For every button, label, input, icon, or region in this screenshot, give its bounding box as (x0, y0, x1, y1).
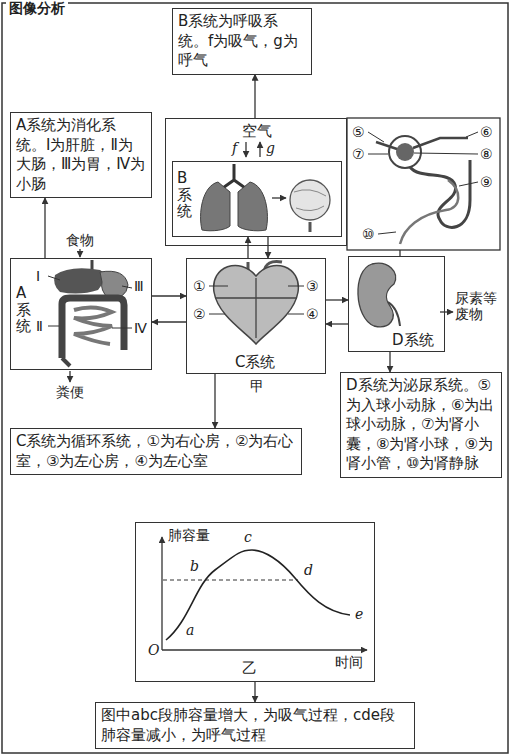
waste-arrow (440, 311, 453, 312)
part-label: O (148, 642, 159, 658)
dashed-line (163, 580, 298, 581)
part-label: Ⅳ (134, 320, 147, 336)
connector-arrow (254, 682, 255, 702)
part-label: Ⅰ (36, 268, 40, 284)
kidney (358, 263, 396, 327)
small-intestine (74, 307, 112, 344)
part-label: d (304, 562, 313, 578)
outer-frame (2, 3, 508, 753)
glomerulus (396, 143, 414, 161)
part-label: c (244, 529, 252, 545)
node-text: A系统为消化系统。Ⅰ为肝脏，Ⅱ为大肠，Ⅲ为胃，Ⅳ为小肠 (16, 116, 146, 194)
connector-arrow (44, 198, 45, 258)
zoom-arrow (272, 197, 286, 198)
liver (54, 268, 104, 293)
exhale-arrow (259, 142, 260, 157)
connector-arrow (267, 237, 268, 258)
part-label: a (186, 622, 194, 638)
alveolus-stem (309, 222, 312, 232)
part-label: 尿素等废物 (455, 290, 505, 322)
description-box: D系统为泌尿系统。⑤为入球小动脉，⑥为出球小动脉，⑦为肾小囊，⑧为肾小球，⑨为肾… (340, 372, 502, 478)
ureter (388, 302, 400, 326)
part-label: 甲 (250, 378, 264, 394)
part-label: 食物 (66, 232, 94, 248)
connector-arrow (214, 374, 215, 428)
part-label: ⑤ (352, 124, 365, 140)
connector-arrow (326, 299, 348, 300)
connector-arrow (152, 321, 186, 322)
part-label: 肺容量 (168, 527, 210, 543)
x-axis (162, 649, 367, 650)
capillary (294, 190, 326, 211)
food-arrow (79, 249, 80, 257)
section-title: 图像分析 (6, 0, 68, 17)
renal-capsule (389, 136, 421, 168)
part-label: ⑩ (362, 226, 375, 242)
lung-volume-curve (166, 550, 350, 640)
part-label: e (355, 606, 363, 622)
part-label: b (190, 558, 199, 574)
connector-arrow (326, 323, 348, 324)
part-label: 时间 (335, 654, 363, 670)
description-box: C系统为循环系统，①为右心房，②为右心室，③为左心房，④为左心室 (10, 428, 302, 475)
part-label: f (232, 140, 237, 156)
system-box: A系统 (10, 258, 152, 370)
leader-line (209, 286, 304, 314)
connector-arrow (247, 237, 248, 258)
part-label: ② (193, 306, 206, 322)
system-panel: B系统 空气 (165, 118, 347, 246)
part-label: ③ (306, 278, 319, 294)
connector-arrow (152, 295, 186, 296)
left-lung (201, 182, 230, 231)
part-label: Ⅲ (134, 278, 144, 294)
part-label: 粪便 (56, 384, 84, 400)
node-text: C系统 (235, 353, 275, 371)
part-label: Ⅱ (36, 318, 43, 334)
afferent-arteriole (376, 142, 397, 149)
part-label: ⑨ (480, 174, 493, 190)
part-label: ⑦ (352, 146, 365, 162)
rectum (62, 358, 70, 366)
renal-vein (400, 180, 458, 244)
vertical-label: B系统 (177, 170, 192, 220)
heart (214, 265, 299, 344)
trachea (220, 164, 248, 190)
description-box: B系统为呼吸系统。f为吸气，g为呼气 (172, 8, 312, 75)
stomach (100, 271, 128, 298)
node-text: 空气 (242, 122, 272, 140)
part-label: ⑧ (480, 146, 493, 162)
renal-tubule (410, 160, 470, 227)
inhale-arrow (245, 142, 246, 157)
part-label: ④ (306, 306, 319, 322)
system-box: B系统 (172, 161, 342, 237)
connector-arrow (254, 75, 255, 119)
nephron-panel (347, 118, 500, 250)
connector-arrow (389, 352, 390, 372)
node-text: D系统 (392, 331, 434, 349)
system-box: C系统 (186, 258, 326, 374)
leader-line (48, 276, 132, 328)
part-label: ① (193, 278, 206, 294)
alveolus (290, 180, 330, 220)
right-lung (238, 182, 267, 231)
part-label: g (266, 140, 275, 156)
node-text: 乙 (242, 659, 257, 677)
node-text: B系统为呼吸系统。f为吸气，g为呼气 (178, 12, 306, 71)
part-label: ⑥ (480, 124, 493, 140)
description-box: 图中abc段肺容量增大，为吸气过程，cde段肺容量减小，为呼气过程 (95, 702, 415, 749)
y-axis (161, 537, 162, 650)
vertical-label: A系统 (16, 285, 31, 335)
heart-chambers (215, 278, 297, 338)
feces-arrow (69, 371, 70, 382)
node-text: D系统为泌尿系统。⑤为入球小动脉，⑥为出球小动脉，⑦为肾小囊，⑧为肾小球，⑨为肾… (346, 376, 496, 474)
node-text: C系统为循环系统，①为右心房，②为右心室，③为左心房，④为左心室 (16, 432, 296, 471)
description-box: A系统为消化系统。Ⅰ为肝脏，Ⅱ为大肠，Ⅲ为胃，Ⅳ为小肠 (10, 112, 152, 198)
system-box: D系统 (348, 256, 445, 352)
leader-line (368, 132, 478, 234)
efferent-arteriole (413, 138, 468, 148)
node-text: 图中abc段肺容量增大，为吸气过程，cde段肺容量减小，为呼气过程 (101, 706, 409, 745)
